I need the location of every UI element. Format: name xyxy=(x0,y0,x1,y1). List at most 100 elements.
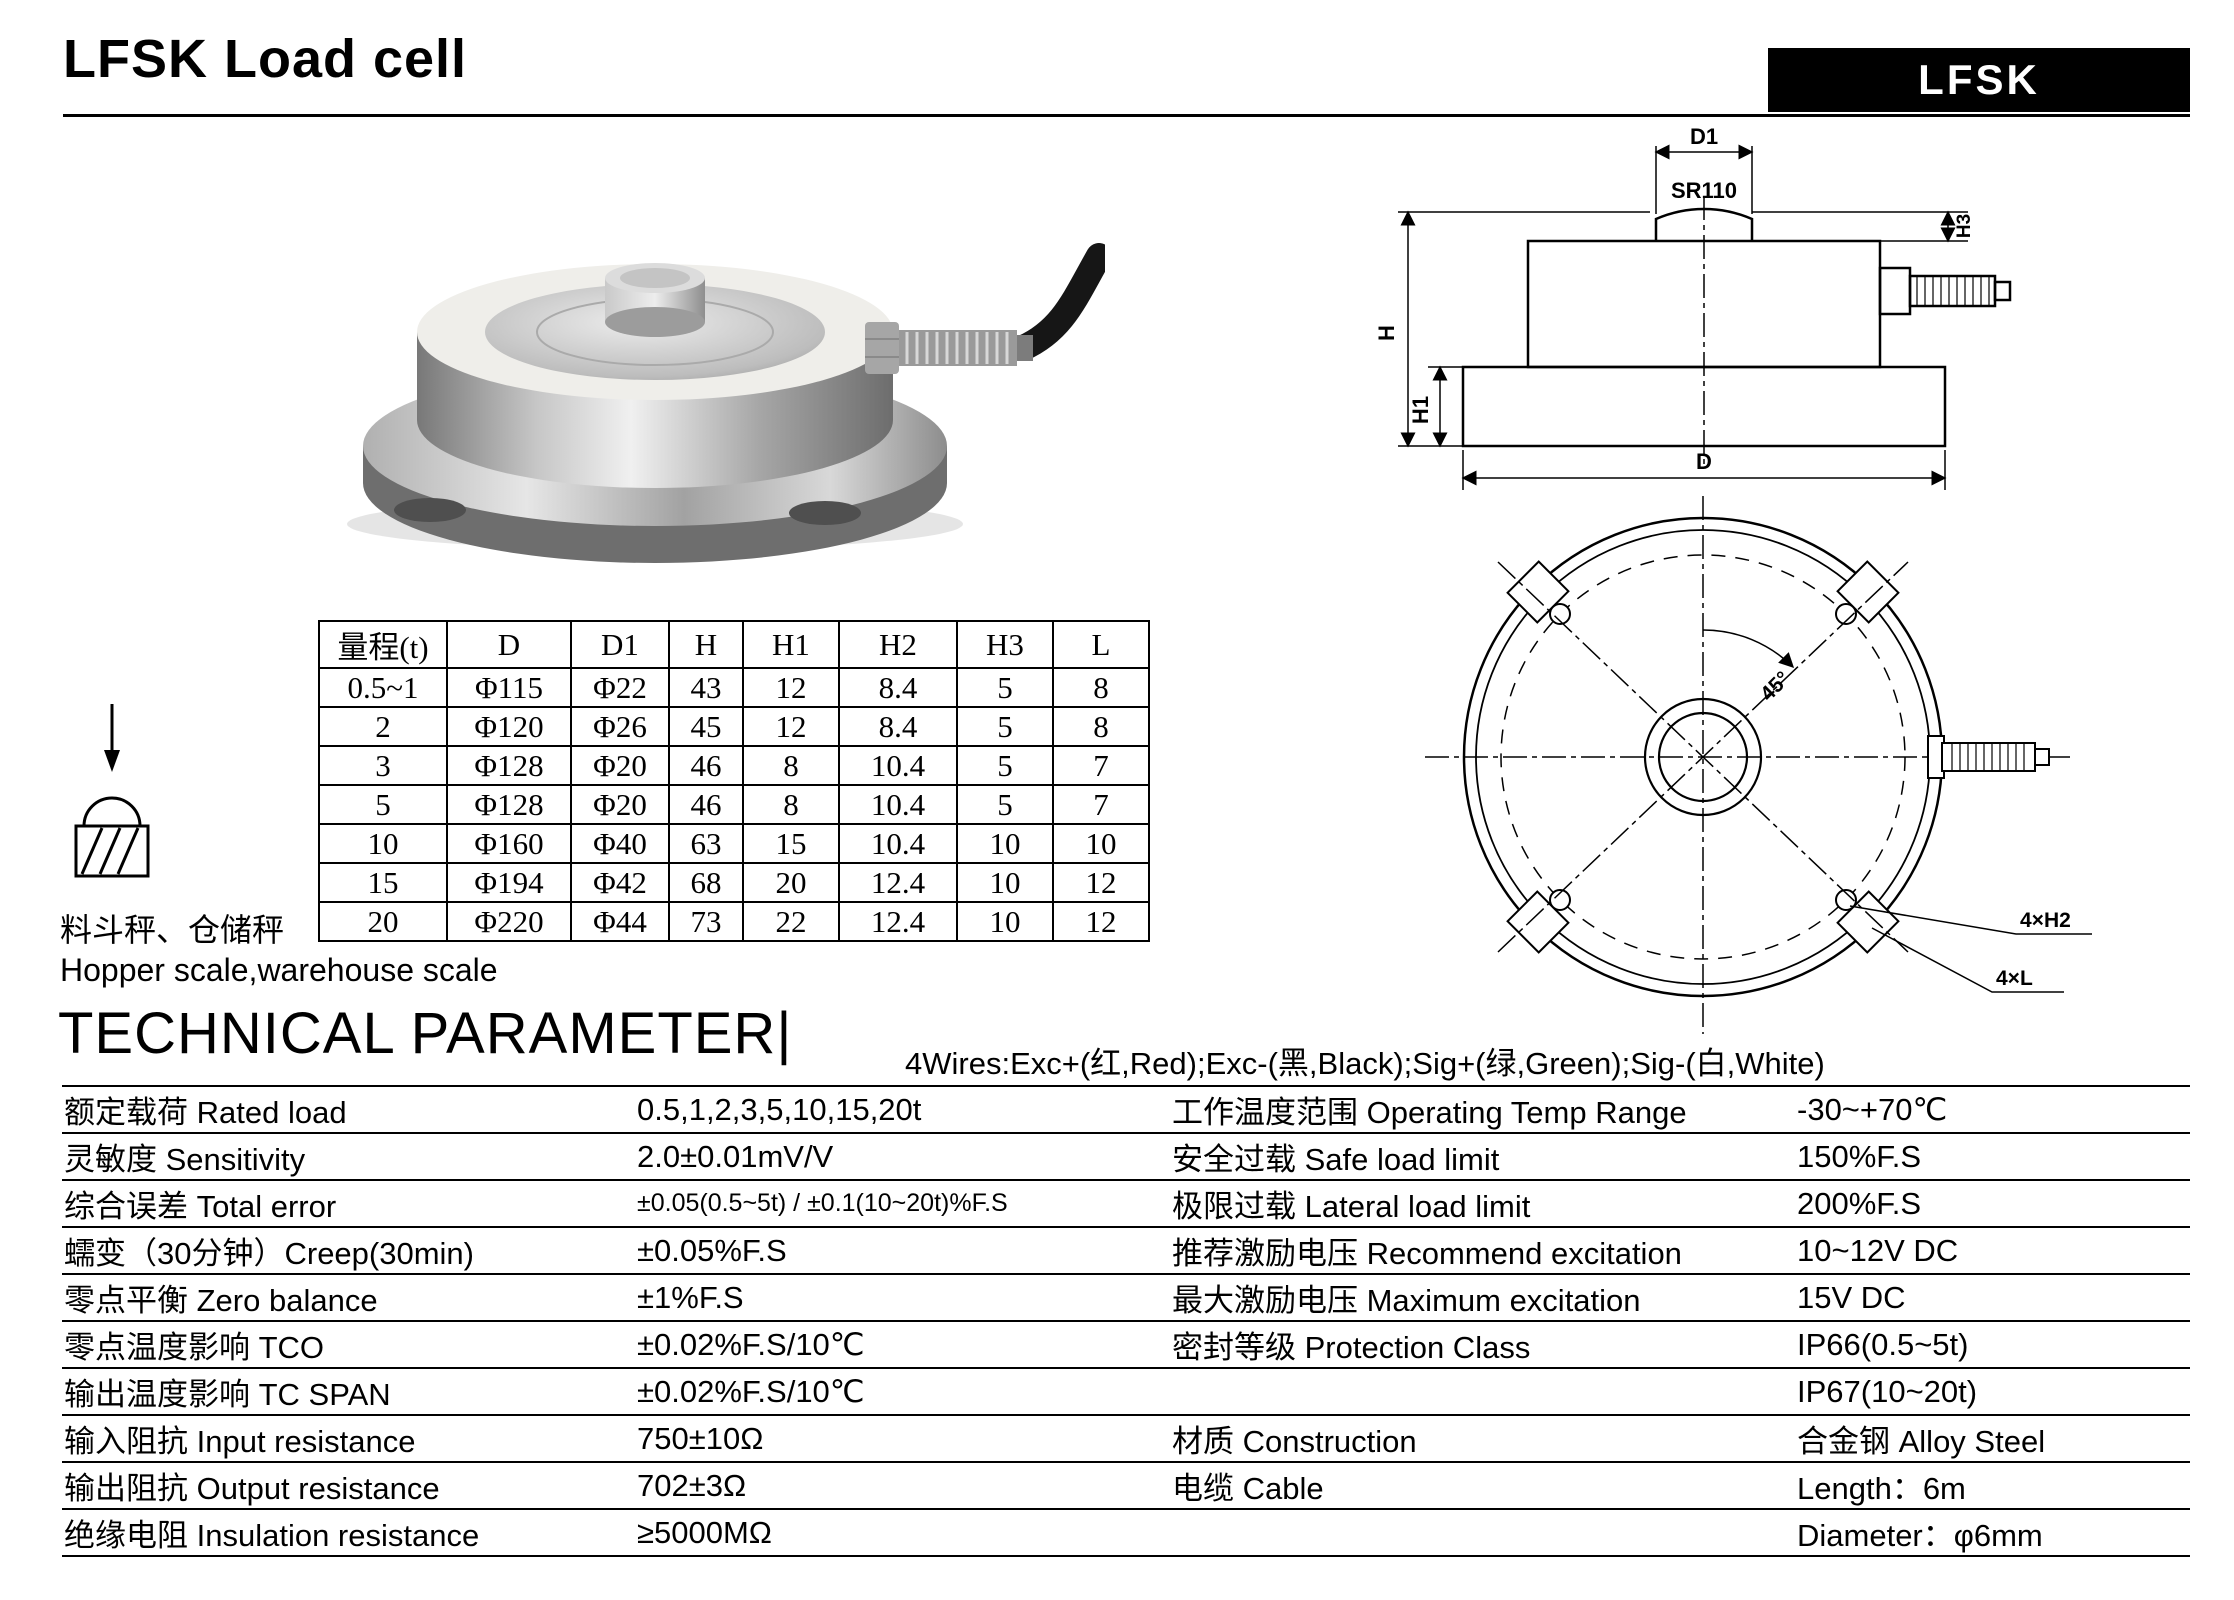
top-view-drawing: 45° 4×H2 4×L xyxy=(1425,496,2092,1034)
dim-cell: 10 xyxy=(956,901,1054,942)
dim-cell: Φ26 xyxy=(570,706,670,747)
dim-cell: 20 xyxy=(318,901,448,942)
dim-header-d: D xyxy=(446,620,572,669)
parameter-row: 灵敏度 Sensitivity 2.0±0.01mV/V 安全过载 Safe l… xyxy=(62,1132,2190,1180)
parameter-value: -30~+70℃ xyxy=(1795,1085,2190,1133)
top-view-slots xyxy=(1506,560,1900,954)
dim-cell: 12 xyxy=(742,667,840,708)
parameter-value: ±0.02%F.S/10℃ xyxy=(635,1367,1170,1415)
parameter-label: 零点温度影响 TCO xyxy=(62,1320,635,1368)
parameter-row: 综合误差 Total error ±0.05(0.5~5t) / ±0.1(10… xyxy=(62,1179,2190,1227)
application-caption-zh: 料斗秤、仓储秤 xyxy=(60,912,285,948)
parameter-value: Diameter：φ6mm xyxy=(1795,1508,2190,1556)
product-photo xyxy=(347,243,1105,563)
parameter-label: 蠕变（30分钟）Creep(30min) xyxy=(62,1226,635,1274)
parameter-value: 合金钢 Alloy Steel xyxy=(1795,1414,2190,1462)
dim-cell: Φ20 xyxy=(570,745,670,786)
parameter-label xyxy=(1170,1367,1795,1415)
parameter-value: 750±10Ω xyxy=(635,1414,1170,1462)
dim-cell: 12 xyxy=(1052,862,1150,903)
dim-cell: 15 xyxy=(318,862,448,903)
parameter-row: 输出阻抗 Output resistance 702±3Ω 电缆 Cable L… xyxy=(62,1461,2190,1509)
h-dimension-label: H xyxy=(1374,325,1399,341)
dim-header-h3: H3 xyxy=(956,620,1054,669)
parameter-label: 极限过载 Lateral load limit xyxy=(1170,1179,1795,1227)
parameter-value: ±0.02%F.S/10℃ xyxy=(635,1320,1170,1368)
parameter-row: 输入阻抗 Input resistance 750±10Ω 材质 Constru… xyxy=(62,1414,2190,1462)
parameter-label: 综合误差 Total error xyxy=(62,1179,635,1227)
dim-cell: 12 xyxy=(742,706,840,747)
dim-header-range: 量程(t) xyxy=(318,620,448,669)
dim-cell: 12 xyxy=(1052,901,1150,942)
d1-dimension-label: D1 xyxy=(1690,124,1718,149)
side-view-threads xyxy=(1916,276,1990,306)
top-view-labels: 45° 4×H2 4×L xyxy=(1756,667,2071,990)
dim-cell: Φ40 xyxy=(570,823,670,864)
parameter-value: 2.0±0.01mV/V xyxy=(635,1132,1170,1180)
parameter-label: 额定载荷 Rated load xyxy=(62,1085,635,1133)
angle-45-label: 45° xyxy=(1756,667,1795,706)
parameter-label: 密封等级 Protection Class xyxy=(1170,1320,1795,1368)
parameter-value: 15V DC xyxy=(1795,1273,2190,1321)
side-view-labels: D1 SR110 H H1 H3 D xyxy=(1374,124,1975,474)
sr110-label: SR110 xyxy=(1671,178,1737,203)
dim-cell: 10 xyxy=(318,823,448,864)
dim-header-h: H xyxy=(668,620,744,669)
dim-cell: 43 xyxy=(668,667,744,708)
dim-cell: 63 xyxy=(668,823,744,864)
dim-cell: Φ120 xyxy=(446,706,572,747)
top-view-gland xyxy=(1927,735,2050,779)
wiring-note: 4Wires:Exc+(红,Red);Exc-(黑,Black);Sig+(绿,… xyxy=(905,1046,1825,1081)
technical-parameter-title: TECHNICAL PARAMETER| xyxy=(58,1001,793,1066)
dim-header-d1: D1 xyxy=(570,620,670,669)
parameter-row: 零点平衡 Zero balance ±1%F.S 最大激励电压 Maximum … xyxy=(62,1273,2190,1321)
dim-cell: 3 xyxy=(318,745,448,786)
parameter-value: IP66(0.5~5t) xyxy=(1795,1320,2190,1368)
dim-cell: 10.4 xyxy=(838,784,958,825)
dim-header-h1: H1 xyxy=(742,620,840,669)
dim-cell: 12.4 xyxy=(838,901,958,942)
dimension-header-row: 量程(t) D D1 H H1 H2 H3 L xyxy=(318,620,1150,669)
dim-cell: 5 xyxy=(956,784,1054,825)
parameter-label: 工作温度范围 Operating Temp Range xyxy=(1170,1085,1795,1133)
parameter-row: 输出温度影响 TC SPAN ±0.02%F.S/10℃ IP67(10~20t… xyxy=(62,1367,2190,1415)
dim-cell: 5 xyxy=(956,706,1054,747)
dim-cell: 0.5~1 xyxy=(318,667,448,708)
parameter-value: 0.5,1,2,3,5,10,15,20t xyxy=(635,1085,1170,1133)
dim-cell: 8 xyxy=(1052,706,1150,747)
dim-cell: 22 xyxy=(742,901,840,942)
dim-cell: 46 xyxy=(668,745,744,786)
dim-cell: 10 xyxy=(1052,823,1150,864)
side-view-outline xyxy=(1461,207,2012,448)
dim-cell: 68 xyxy=(668,862,744,903)
dim-cell: 7 xyxy=(1052,745,1150,786)
parameter-value: ≥5000MΩ xyxy=(635,1508,1170,1556)
dim-cell: Φ42 xyxy=(570,862,670,903)
dim-cell: 8 xyxy=(742,745,840,786)
d-dimension-label: D xyxy=(1696,449,1712,474)
dim-cell: 10.4 xyxy=(838,745,958,786)
dim-cell: 7 xyxy=(1052,784,1150,825)
dim-cell: 5 xyxy=(318,784,448,825)
dim-cell: Φ160 xyxy=(446,823,572,864)
parameter-value: 10~12V DC xyxy=(1795,1226,2190,1274)
dim-cell: 2 xyxy=(318,706,448,747)
parameter-row: 绝缘电阻 Insulation resistance ≥5000MΩ Diame… xyxy=(62,1508,2190,1556)
top-view-bolt-holes xyxy=(1549,603,1857,911)
dim-cell: Φ128 xyxy=(446,745,572,786)
side-view-dimensions xyxy=(1398,144,1968,490)
dim-cell: 5 xyxy=(956,667,1054,708)
load-cell-photo-art xyxy=(347,243,1105,563)
parameter-label: 电缆 Cable xyxy=(1170,1461,1795,1509)
dim-cell: 8 xyxy=(1052,667,1150,708)
dim-cell: Φ115 xyxy=(446,667,572,708)
parameter-row: 零点温度影响 TCO ±0.02%F.S/10℃ 密封等级 Protection… xyxy=(62,1320,2190,1368)
parameter-value: ±1%F.S xyxy=(635,1273,1170,1321)
cable xyxy=(1010,243,1105,361)
